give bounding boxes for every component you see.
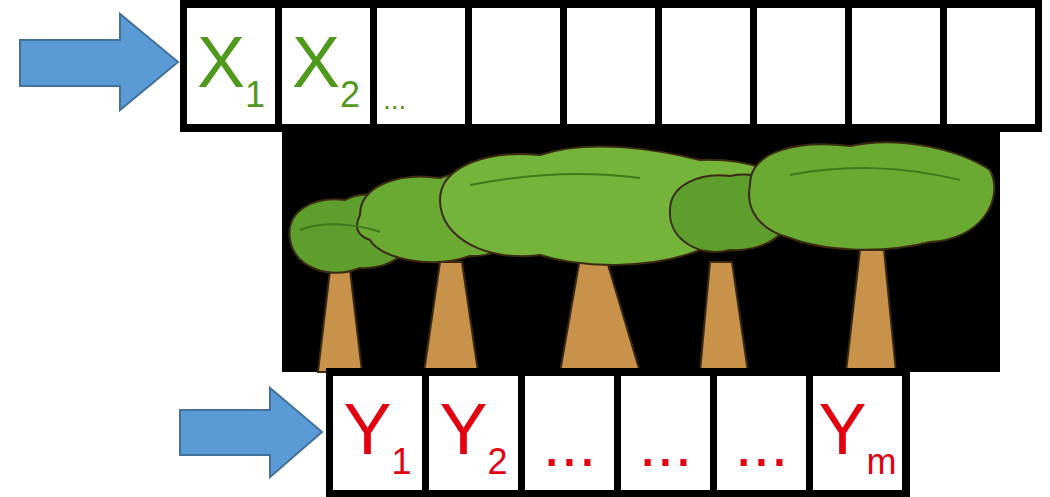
- cell-label: Y1: [343, 393, 411, 465]
- symbol-index: 1: [392, 441, 412, 482]
- sequence-cell: Ym: [813, 376, 902, 490]
- symbol-letter: Y: [343, 389, 391, 469]
- sequence-cell: Y2: [429, 376, 518, 490]
- cell-label: ...: [383, 86, 406, 114]
- input-arrow: [20, 14, 178, 110]
- symbol-index: m: [867, 441, 897, 482]
- input-frame: [180, 0, 1042, 132]
- symbol-letter: X: [197, 22, 245, 102]
- sequence-cell: X1: [187, 8, 275, 124]
- cell-label: ...: [543, 412, 596, 476]
- sequence-cell: ...: [717, 376, 806, 490]
- output-frame: [326, 368, 910, 497]
- cell-label: ...: [639, 412, 692, 476]
- cell-label: X1: [197, 26, 265, 98]
- output-cells: [333, 376, 902, 490]
- sequence-cell: X2: [282, 8, 370, 124]
- cell-label: X2: [292, 26, 360, 98]
- symbol-letter: Y: [818, 389, 866, 469]
- input-cells: [187, 8, 1035, 124]
- symbol-index: 2: [488, 441, 508, 482]
- sequence-cell: Y1: [333, 376, 422, 490]
- symbol-index: 1: [245, 74, 265, 115]
- symbol-letter: X: [292, 22, 340, 102]
- symbol-index: 2: [340, 74, 360, 115]
- cell-label: Ym: [818, 393, 896, 465]
- forest: [289, 142, 994, 372]
- forest-ground: [282, 128, 1000, 372]
- cell-label: ...: [735, 412, 788, 476]
- sequence-cell: ...: [377, 8, 465, 124]
- cell-label: Y2: [439, 393, 507, 465]
- output-arrow: [180, 388, 322, 477]
- symbol-letter: Y: [439, 389, 487, 469]
- sequence-cell: ...: [525, 376, 614, 490]
- sequence-cell: ...: [621, 376, 710, 490]
